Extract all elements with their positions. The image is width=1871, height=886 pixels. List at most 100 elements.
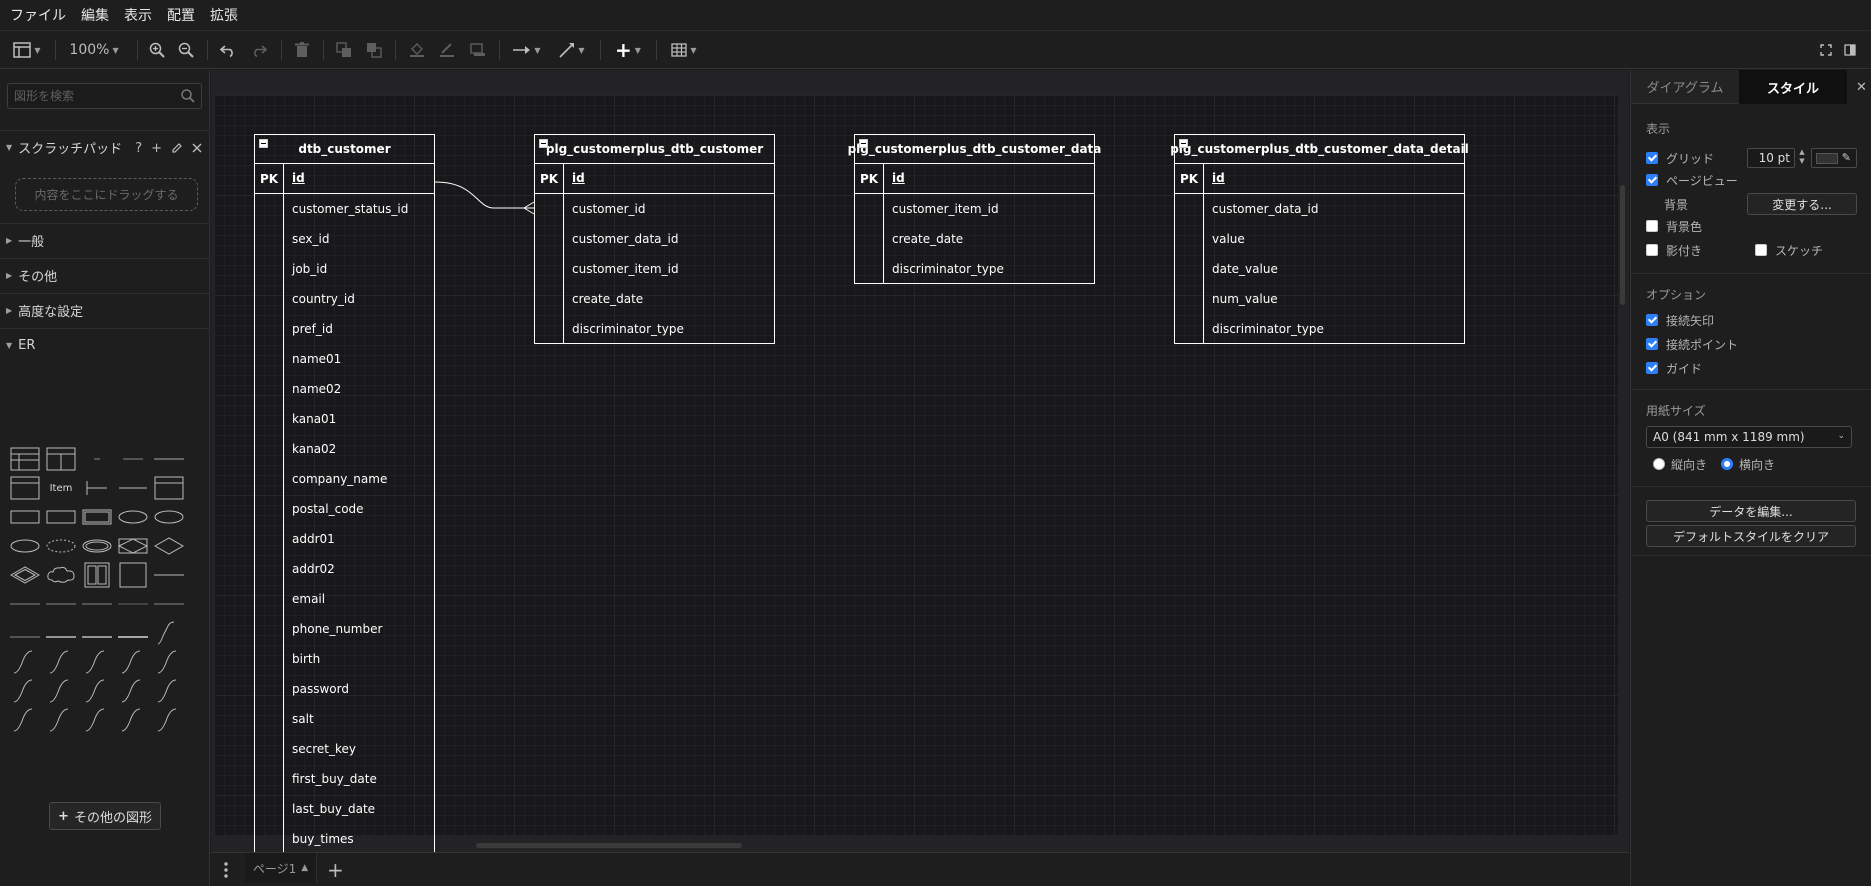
er-edge-shape[interactable] <box>118 620 148 646</box>
format-panel-icon[interactable]: ▼ <box>8 31 46 69</box>
field-row[interactable]: sex_id <box>292 232 330 246</box>
radio-checked[interactable] <box>1721 458 1733 470</box>
add-page-button[interactable]: + <box>327 858 344 882</box>
pk-row[interactable]: PK id <box>535 164 774 194</box>
paper-size-select[interactable]: A0 (841 mm x 1189 mm)⌄ <box>1646 426 1852 448</box>
field-row[interactable]: create_date <box>892 232 964 246</box>
zoom-in-icon[interactable] <box>145 31 169 69</box>
edit-data-button[interactable]: データを編集... <box>1646 500 1856 522</box>
menu-view[interactable]: 表示 <box>124 8 152 24</box>
to-back-icon[interactable] <box>362 31 386 69</box>
field-row[interactable]: name01 <box>292 352 342 366</box>
field-row[interactable]: date_value <box>1212 262 1278 276</box>
collapse-icon[interactable] <box>259 139 268 148</box>
er-relation-shape[interactable] <box>154 446 184 472</box>
field-row[interactable]: customer_id <box>572 202 646 216</box>
er-curved-edge-shape[interactable] <box>46 678 76 704</box>
field-row[interactable]: customer_data_id <box>572 232 679 246</box>
field-row[interactable]: customer_data_id <box>1212 202 1319 216</box>
er-identifying-relationship-shape[interactable] <box>10 562 40 588</box>
er-edge-shape[interactable] <box>46 620 76 646</box>
undo-icon[interactable] <box>216 31 240 69</box>
page-tab[interactable]: ページ1 ▲ <box>245 853 317 883</box>
tab-style[interactable]: スタイル <box>1739 70 1847 104</box>
table-header[interactable]: dtb_customer <box>255 135 434 164</box>
er-table-plg-customerplus-dtb-customer[interactable]: plg_customerplus_dtb_customer PK id cust… <box>534 134 775 344</box>
er-entity-rect-shape[interactable] <box>10 504 40 530</box>
zoom-dropdown[interactable]: 100%▼ <box>69 42 119 58</box>
edit-pencil-icon[interactable] <box>171 142 183 154</box>
er-curved-edge-shape[interactable] <box>10 678 40 704</box>
section-general[interactable]: ▶一般 <box>0 223 210 257</box>
redo-icon[interactable] <box>247 31 271 69</box>
close-icon[interactable]: ✕ <box>1856 79 1867 95</box>
er-key-shape[interactable] <box>82 475 112 501</box>
connection-icon[interactable]: ▼ <box>508 31 546 69</box>
checkbox-checked[interactable] <box>1646 152 1658 164</box>
delete-icon[interactable] <box>290 31 314 69</box>
field-row[interactable]: postal_code <box>292 502 364 516</box>
er-attribute-ellipse-shape[interactable] <box>154 504 184 530</box>
er-edge-shape[interactable] <box>82 620 112 646</box>
er-relationship-shape[interactable] <box>154 533 184 559</box>
change-background-button[interactable]: 変更する... <box>1747 193 1857 215</box>
field-row[interactable]: discriminator_type <box>572 322 684 336</box>
pk-row[interactable]: PK id <box>1175 164 1464 194</box>
field-row[interactable]: email <box>292 592 326 606</box>
waypoints-icon[interactable]: ▼ <box>553 31 591 69</box>
scratchpad-dropzone[interactable]: 内容をここにドラッグする <box>15 178 198 211</box>
field-row[interactable]: country_id <box>292 292 355 306</box>
er-curved-edge-shape[interactable] <box>154 649 184 675</box>
er-curved-edge-shape[interactable] <box>154 678 184 704</box>
er-one-to-many-shape[interactable] <box>46 591 76 617</box>
field-row[interactable]: value <box>1212 232 1245 246</box>
er-entity-shape[interactable] <box>10 475 40 501</box>
field-row[interactable]: job_id <box>292 262 328 276</box>
table-header[interactable]: plg_customerplus_dtb_customer_data_detai… <box>1170 135 1469 164</box>
field-row[interactable]: buy_times <box>292 832 354 846</box>
zoom-out-icon[interactable] <box>174 31 198 69</box>
checkbox-checked[interactable] <box>1646 338 1658 350</box>
field-row[interactable]: create_date <box>572 292 644 306</box>
collapse-icon[interactable] <box>1179 139 1188 148</box>
er-relation-shape[interactable] <box>118 446 148 472</box>
field-row[interactable]: customer_item_id <box>572 262 679 276</box>
fill-color-icon[interactable] <box>405 31 429 69</box>
er-table-plg-customerplus-dtb-customer-data-detail[interactable]: plg_customerplus_dtb_customer_data_detai… <box>1170 134 1469 344</box>
er-many-shape[interactable] <box>154 591 184 617</box>
table-header[interactable]: plg_customerplus_dtb_customer <box>535 135 774 164</box>
section-misc[interactable]: ▶その他 <box>0 258 210 292</box>
er-attribute-shape[interactable] <box>82 446 112 472</box>
connection-arrows-checkbox[interactable]: 接続矢印 <box>1646 310 1714 330</box>
checkbox-unchecked[interactable] <box>1646 244 1658 256</box>
line-color-icon[interactable] <box>435 31 459 69</box>
radio-unchecked[interactable] <box>1653 458 1665 470</box>
er-attribute-ellipse-shape[interactable] <box>10 533 40 559</box>
er-note-shape[interactable] <box>118 562 148 588</box>
background-color-checkbox[interactable]: 背景色 <box>1646 216 1702 236</box>
er-curved-edge-shape[interactable] <box>154 620 184 646</box>
scratchpad-header[interactable]: ▼ スクラッチパッド ? + <box>0 130 210 164</box>
er-entity-shape[interactable] <box>154 475 184 501</box>
scratchpad-add-button[interactable]: + <box>151 140 162 156</box>
menu-file[interactable]: ファイル <box>10 8 66 24</box>
er-curved-edge-shape[interactable] <box>118 649 148 675</box>
diagram-canvas[interactable]: dtb_customer PK id customer_status_id se… <box>211 70 1629 852</box>
grid-color-button[interactable]: ✎ <box>1811 148 1857 168</box>
grid-size-input[interactable]: 10 pt <box>1747 148 1795 168</box>
field-row[interactable]: addr01 <box>292 532 335 546</box>
er-curved-edge-shape[interactable] <box>46 707 76 733</box>
er-associative-entity-shape[interactable] <box>118 533 148 559</box>
field-row[interactable]: first_buy_date <box>292 772 377 786</box>
er-item-shape[interactable]: Item <box>49 482 73 494</box>
er-table-plg-customerplus-dtb-customer-data[interactable]: plg_customerplus_dtb_customer_data PK id… <box>848 134 1101 284</box>
landscape-radio[interactable]: 横向き <box>1721 454 1775 474</box>
collapse-icon[interactable] <box>859 139 868 148</box>
er-attribute-ellipse-shape[interactable] <box>118 504 148 530</box>
er-curved-edge-shape[interactable] <box>82 707 112 733</box>
more-shapes-button[interactable]: + その他の図形 <box>49 802 161 830</box>
field-row[interactable]: addr02 <box>292 562 335 576</box>
menu-edit[interactable]: 編集 <box>81 8 109 24</box>
er-table-shape[interactable] <box>10 446 40 472</box>
table-header[interactable]: plg_customerplus_dtb_customer_data <box>848 135 1101 164</box>
